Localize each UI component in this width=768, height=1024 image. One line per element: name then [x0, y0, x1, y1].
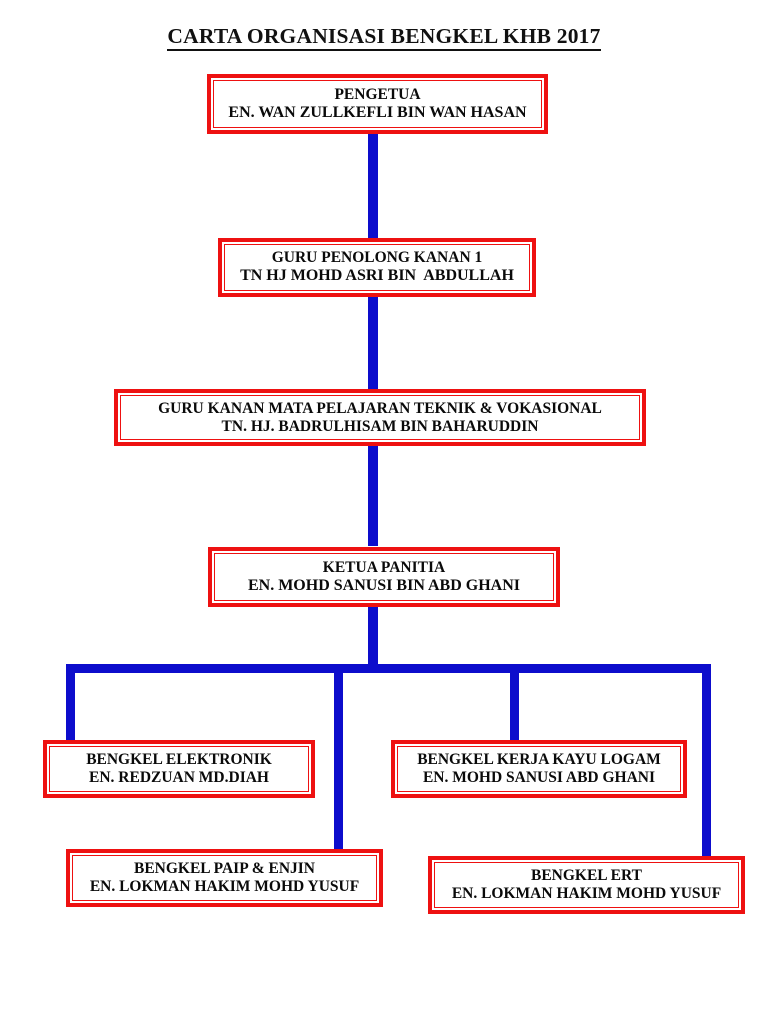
node-bengkel-ert-person: EN. LOKMAN HAKIM MOHD YUSUF: [451, 885, 722, 902]
page-title-text: CARTA ORGANISASI BENGKEL KHB 2017: [167, 24, 601, 51]
connector-senior-teacher-to-panel-head: [368, 446, 378, 546]
node-bengkel-kerja-kayu-logam-role: BENGKEL KERJA KAYU LOGAM: [417, 751, 661, 769]
node-bengkel-ert[interactable]: BENGKEL ERT EN. LOKMAN HAKIM MOHD YUSUF: [428, 856, 745, 914]
node-ketua-panitia-person: EN. MOHD SANUSI BIN ABD GHANI: [247, 576, 521, 594]
node-guru-penolong-kanan[interactable]: GURU PENOLONG KANAN 1 TN HJ MOHD ASRI BI…: [218, 238, 536, 297]
node-bengkel-paip-enjin-role: BENGKEL PAIP & ENJIN: [133, 860, 315, 878]
node-guru-kanan-mata-pelajaran[interactable]: GURU KANAN MATA PELAJARAN TEKNIK & VOKAS…: [114, 389, 646, 446]
node-guru-penolong-kanan-person: TN HJ MOHD ASRI BIN ABDULLAH: [240, 267, 514, 285]
node-bengkel-elektronik[interactable]: BENGKEL ELEKTRONIK EN. REDZUAN MD.DIAH: [43, 740, 315, 798]
connector-horizontal-bus: [66, 664, 711, 673]
connector-drop-bengkel-paip-enjin: [334, 664, 343, 849]
node-guru-kanan-mata-pelajaran-person: TN. HJ. BADRULHISAM BIN BAHARUDDIN: [221, 417, 539, 435]
page-title: CARTA ORGANISASI BENGKEL KHB 2017: [0, 24, 768, 51]
node-bengkel-elektronik-person: EN. REDZUAN MD.DIAH: [89, 769, 269, 786]
connector-drop-bengkel-kerja-kayu-logam: [510, 664, 519, 740]
connector-principal-to-senior-assistant: [368, 134, 378, 238]
connector-senior-assistant-to-senior-teacher: [368, 297, 378, 389]
node-bengkel-paip-enjin[interactable]: BENGKEL PAIP & ENJIN EN. LOKMAN HAKIM MO…: [66, 849, 383, 907]
node-guru-kanan-mata-pelajaran-role: GURU KANAN MATA PELAJARAN TEKNIK & VOKAS…: [158, 399, 602, 417]
node-pengetua-person: EN. WAN ZULLKEFLI BIN WAN HASAN: [228, 103, 527, 121]
node-bengkel-kerja-kayu-logam[interactable]: BENGKEL KERJA KAYU LOGAM EN. MOHD SANUSI…: [391, 740, 687, 798]
node-pengetua-role: PENGETUA: [334, 85, 421, 103]
node-ketua-panitia[interactable]: KETUA PANITIA EN. MOHD SANUSI BIN ABD GH…: [208, 547, 560, 607]
node-bengkel-ert-role: BENGKEL ERT: [530, 867, 642, 885]
node-bengkel-paip-enjin-person: EN. LOKMAN HAKIM MOHD YUSUF: [89, 878, 360, 895]
node-bengkel-elektronik-role: BENGKEL ELEKTRONIK: [86, 751, 272, 769]
connector-drop-bengkel-elektronik: [66, 664, 75, 740]
connector-panel-head-stem: [368, 607, 378, 673]
node-bengkel-kerja-kayu-logam-person: EN. MOHD SANUSI ABD GHANI: [422, 769, 656, 786]
node-guru-penolong-kanan-role: GURU PENOLONG KANAN 1: [271, 249, 483, 267]
node-ketua-panitia-role: KETUA PANITIA: [322, 558, 446, 576]
node-pengetua[interactable]: PENGETUA EN. WAN ZULLKEFLI BIN WAN HASAN: [207, 74, 548, 134]
connector-drop-bengkel-ert: [702, 664, 711, 858]
